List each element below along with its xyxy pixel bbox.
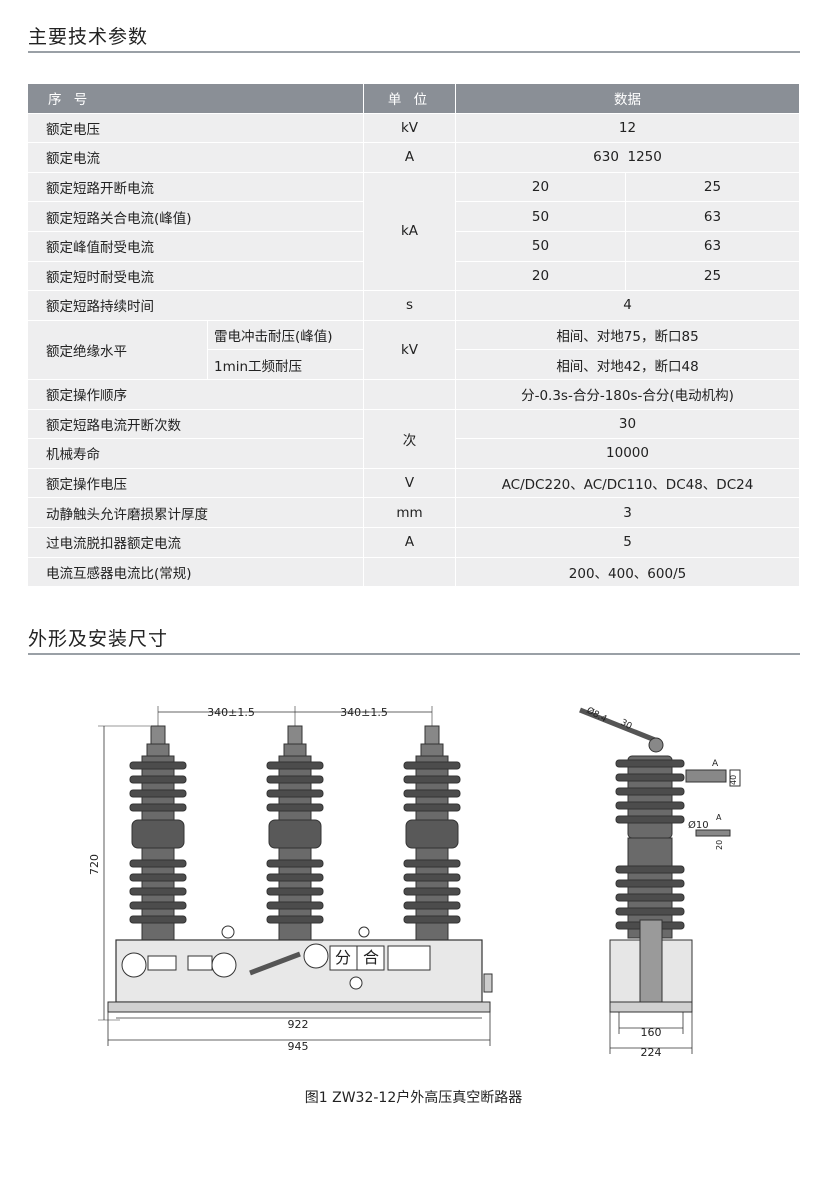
section-title-outline: 外形及安装尺寸 [28,628,169,650]
detail-a-label: A [712,759,719,769]
header-unit: 单 位 [364,84,456,114]
table-row: 额定电流 A 630 1250 [28,143,800,173]
table-row: 额定短路电流开断次数 次 30 [28,409,800,469]
row-value: 4 [456,291,800,321]
row-value: 3 [456,498,800,528]
row-name: 动静触头允许磨损累计厚度 [28,498,364,528]
pole-2 [266,725,324,945]
panel-label-close: 合 [363,948,379,967]
bottom-dims [107,1012,491,1046]
row-name: 额定短路开断电流 [28,172,364,203]
table-row: 额定短路关合电流(峰值) 50 63 [28,202,800,232]
figure-caption: 图1 ZW32-12户外高压真空断路器 [304,1090,523,1106]
dim-hole-dia: Ø10 [688,819,709,831]
table-row: 额定短路开断电流 kA 20 25 [28,172,800,292]
row-name: 电流互感器电流比(常规) [28,557,364,588]
row-unit-merged: 次 [364,409,456,469]
section-divider [28,51,800,53]
row-unit: mm [364,498,456,528]
pole-1 [129,725,187,945]
row-value-b: 63 [626,231,800,262]
row-value: 10000 [456,439,800,469]
row-value: 12 [456,113,800,144]
table-header-row: 序 号 单 位 数据 [28,84,800,114]
header-no: 序 号 [28,84,364,114]
row-name: 额定峰值耐受电流 [28,231,364,262]
row-unit [364,379,456,410]
row-unit: kV [364,113,456,144]
row-name: 额定操作顺序 [28,379,364,410]
row-value-b: 63 [626,202,800,232]
row-value-b: 25 [626,172,800,203]
table-row: 额定短路持续时间 s 4 [28,291,800,321]
section-divider [28,653,800,655]
section-title-params: 主要技术参数 [28,26,149,48]
row-name: 额定短时耐受电流 [28,261,364,292]
row-name: 额定操作电压 [28,468,364,499]
row-name: 额定绝缘水平 [28,320,208,380]
table-row: 额定峰值耐受电流 50 63 [28,231,800,262]
pole-3 [403,725,461,945]
dim-detail-20: 20 [715,840,724,850]
table-row: 额定操作顺序 分-0.3s-合分-180s-合分(电动机构) [28,379,800,410]
row-unit: V [364,468,456,499]
side-bottom-dims [609,1012,693,1054]
header-data: 数据 [456,84,800,114]
table-row: 额定短时耐受电流 20 25 [28,261,800,292]
front-view [98,706,493,1021]
dim-height: 720 [88,854,101,875]
dim-handle-len: 30 [619,718,634,732]
row-value: 200、400、600/5 [456,557,800,588]
table-row: 过电流脱扣器额定电流 A 5 [28,527,800,558]
breaker-outline-drawing: 340±1.5 340±1.5 720 分 合 922 945 Ø8.4 30 … [88,705,741,1059]
row-unit: A [364,143,456,173]
table-row: 额定电压 kV 12 [28,113,800,144]
row-name: 额定短路关合电流(峰值) [28,202,364,232]
row-unit [364,557,456,588]
dim-spacing-2: 340±1.5 [340,706,388,719]
row-unit-merged: kA [364,172,456,292]
dim-side-inner: 160 [641,1026,662,1039]
row-name: 过电流脱扣器额定电流 [28,527,364,558]
row-subname: 雷电冲击耐压(峰值) [208,320,364,351]
row-value-b: 25 [626,261,800,292]
row-name: 额定电压 [28,113,364,144]
row-value: 30 [456,409,800,440]
row-unit: s [364,291,456,321]
row-name: 机械寿命 [28,439,364,469]
table-row: 电流互感器电流比(常规) 200、400、600/5 [28,557,800,588]
row-value: 630 1250 [456,143,800,173]
row-name: 额定短路持续时间 [28,291,364,321]
dim-outer-width: 945 [288,1040,309,1053]
row-value: 相间、对地42，断口48 [456,350,800,380]
row-name: 额定电流 [28,143,364,173]
table-row: 额定绝缘水平 雷电冲击耐压(峰值) kV 相间、对地75，断口85 [28,320,800,380]
detail-a2-label: A [716,813,722,822]
row-name: 额定短路电流开断次数 [28,409,364,440]
row-unit-merged: kV [364,320,456,380]
side-view [579,707,741,1013]
table-row: 机械寿命 10000 [28,439,800,469]
panel-label-open: 分 [335,948,351,967]
row-value: AC/DC220、AC/DC110、DC48、DC24 [456,468,800,499]
table-row: 1min工频耐压 相间、对地42，断口48 [28,350,800,380]
table-row: 额定操作电压 V AC/DC220、AC/DC110、DC48、DC24 [28,468,800,499]
row-value-a: 50 [456,202,626,232]
table-row: 动静触头允许磨损累计厚度 mm 3 [28,498,800,528]
row-unit: A [364,527,456,558]
row-value: 相间、对地75，断口85 [456,320,800,351]
dim-side-outer: 224 [641,1046,662,1059]
row-value-a: 50 [456,231,626,262]
dim-inner-width: 922 [288,1018,309,1031]
row-value: 5 [456,527,800,558]
params-table: 序 号 单 位 数据 额定电压 kV 12 额定电流 A 630 1250 额定… [28,84,800,588]
row-value: 分-0.3s-合分-180s-合分(电动机构) [456,379,800,410]
row-value-a: 20 [456,172,626,203]
row-value-a: 20 [456,261,626,292]
dim-detail-40: 40 [729,775,738,785]
dim-spacing-1: 340±1.5 [207,706,255,719]
row-subname: 1min工频耐压 [208,350,364,380]
